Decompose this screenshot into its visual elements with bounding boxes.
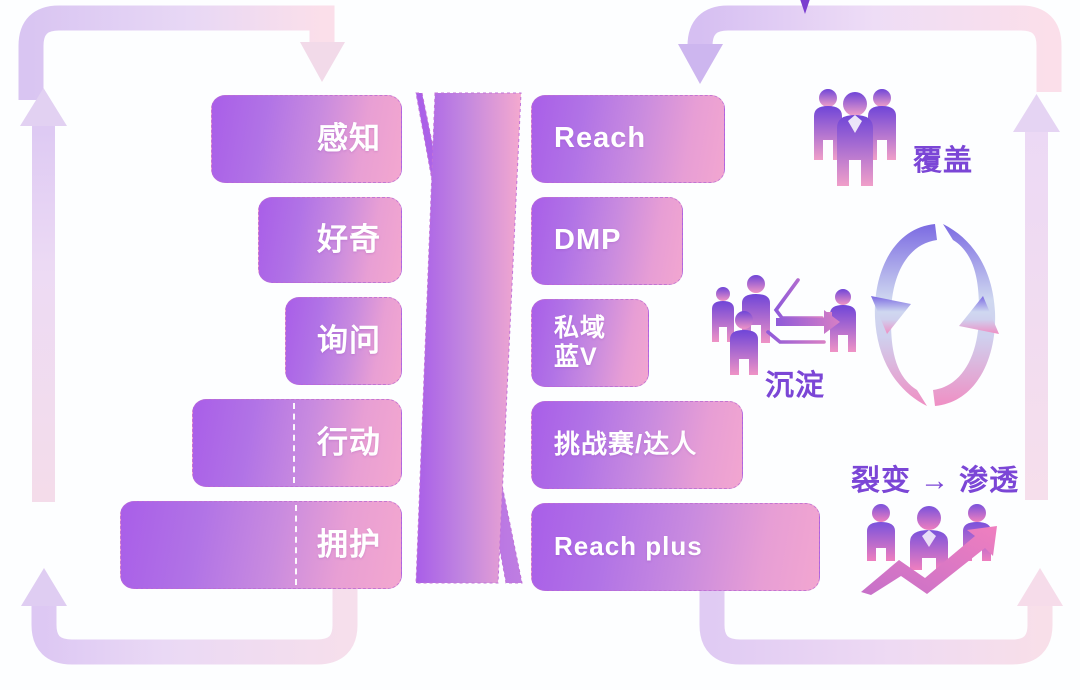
funnel-right-stage-3[interactable]: 挑战赛/达人	[531, 401, 743, 489]
funnel-right-label-0: Reach	[554, 122, 647, 155]
funnel-left-stage-0[interactable]: 感知	[211, 95, 402, 183]
funnel-right-label-4: Reach plus	[554, 531, 703, 562]
bottom-right-loop-arrow	[699, 568, 1063, 665]
funnel-left-label-0: 感知	[317, 121, 381, 157]
funnel-left-stage-4[interactable]: 拥护	[120, 501, 402, 589]
funnel-left-stage-1[interactable]: 好奇	[258, 197, 402, 283]
top-right-loop-arrow	[678, 5, 1062, 92]
top-left-loop-arrow	[18, 5, 345, 100]
wedge-wide	[415, 92, 522, 584]
funnel-right-label-2: 私域 蓝V	[554, 314, 607, 371]
growth-people-icon	[861, 504, 997, 595]
side-label-fission-penetration: 裂变 → 渗透	[851, 465, 1020, 497]
funnel-right-stage-0[interactable]: Reach	[531, 95, 725, 183]
cycle-arrows-icon	[871, 224, 999, 406]
group-of-people-icon	[814, 89, 896, 186]
bottom-left-loop-arrow	[21, 568, 358, 665]
funnel-left-stage-3[interactable]: 行动	[192, 399, 402, 487]
funnel-people-icon	[712, 275, 856, 375]
funnel-right-stage-1[interactable]: DMP	[531, 197, 683, 285]
left-vertical-up-arrow	[20, 88, 67, 502]
side-label-coverage: 覆盖	[913, 145, 974, 177]
funnel-left-label-4: 拥护	[317, 527, 381, 563]
funnel-left-divider-4	[294, 505, 297, 585]
funnel-left-label-3: 行动	[317, 425, 381, 461]
funnel-left-stage-2[interactable]: 询问	[285, 297, 402, 385]
right-vertical-up-arrow	[1013, 94, 1060, 500]
funnel-right-label-3: 挑战赛/达人	[554, 429, 698, 460]
top-clipped-arrowhead	[800, 0, 810, 14]
funnel-left-divider-3	[292, 403, 295, 483]
funnel-right-stage-4[interactable]: Reach plus	[531, 503, 820, 591]
funnel-left-label-2: 询问	[317, 323, 381, 359]
funnel-right-label-1: DMP	[554, 224, 622, 257]
side-label-precipitation: 沉淀	[765, 370, 826, 402]
funnel-left-label-1: 好奇	[317, 222, 381, 258]
funnel-wedge-group	[415, 92, 523, 584]
funnel-right-stage-2[interactable]: 私域 蓝V	[531, 299, 649, 387]
